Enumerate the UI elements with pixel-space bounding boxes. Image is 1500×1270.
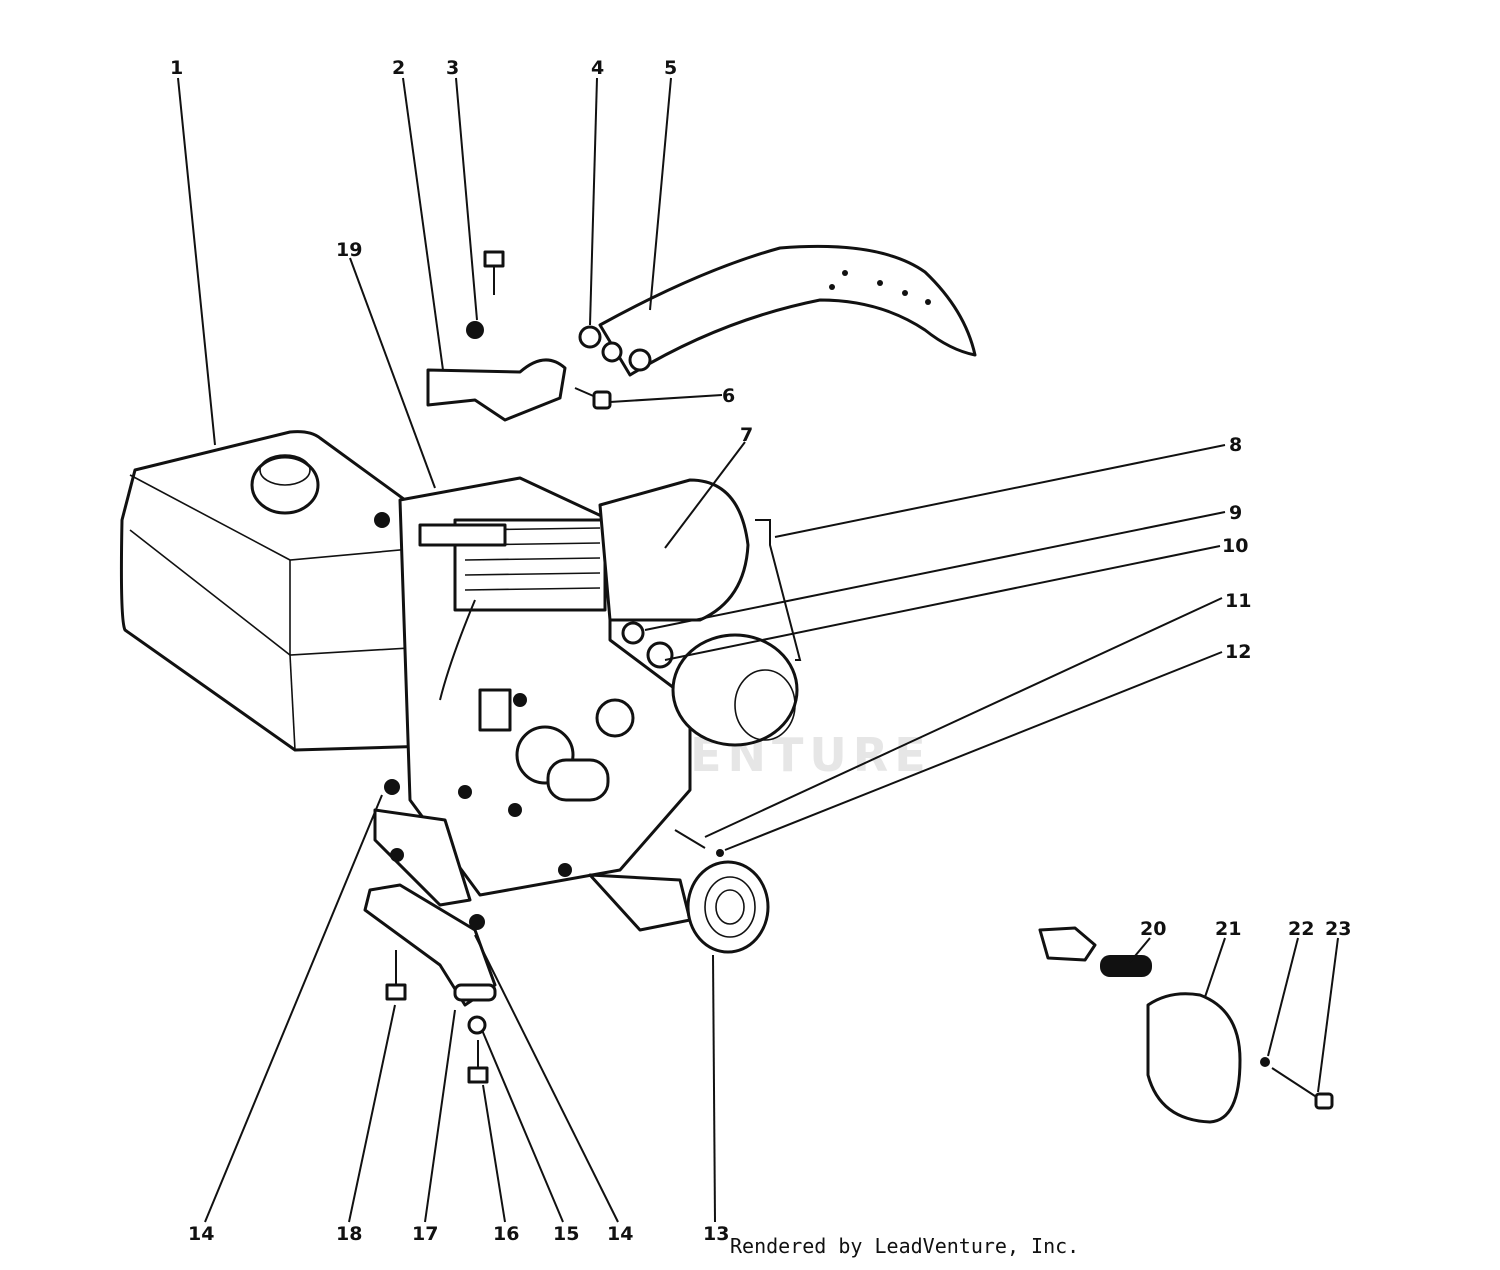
callout-11: 11: [1225, 590, 1251, 612]
nut-part: [466, 321, 484, 339]
callout-18: 18: [336, 1223, 362, 1245]
callout-5: 5: [664, 57, 677, 79]
engine-block-part: [398, 476, 692, 897]
key-part: [674, 829, 706, 849]
callout-3: 3: [446, 57, 459, 79]
callout-2: 2: [392, 57, 405, 79]
callout-1: 1: [170, 57, 183, 79]
elbow-part: [646, 641, 674, 669]
bracket-bolt-part: [574, 387, 612, 410]
callout-10: 10: [1222, 535, 1248, 557]
callout-16: 16: [493, 1223, 519, 1245]
muffler-assembly-part: [1038, 926, 1334, 1124]
callout-9: 9: [1229, 502, 1242, 524]
air-cleaner-part: [598, 478, 802, 747]
handle-bar-part: [598, 244, 977, 377]
handle-bracket-part: [426, 358, 567, 422]
callout-20: 20: [1140, 918, 1166, 940]
callout-14-left: 14: [188, 1223, 214, 1245]
leader-lines: [177, 77, 1339, 1223]
lower-bolt-part: [385, 950, 407, 1001]
callout-21: 21: [1215, 918, 1241, 940]
callout-17: 17: [412, 1223, 438, 1245]
credit-text: Rendered by LeadVenture, Inc.: [730, 1234, 1080, 1258]
mounting-base-part: [363, 779, 692, 1007]
callout-12: 12: [1225, 641, 1251, 663]
callout-6: 6: [722, 385, 735, 407]
callout-13: 13: [703, 1223, 729, 1245]
set-screw-part: [716, 849, 724, 857]
top-bolt-part: [483, 250, 505, 295]
pulley-part: [686, 860, 770, 954]
washer-part: [578, 325, 602, 349]
washer-bolt-part: [467, 1015, 489, 1084]
callout-23: 23: [1325, 918, 1351, 940]
callout-7: 7: [740, 424, 753, 446]
callout-22: 22: [1288, 918, 1314, 940]
callout-14-right: 14: [607, 1223, 633, 1245]
fitting-part: [621, 621, 645, 645]
callout-15: 15: [553, 1223, 579, 1245]
callout-8: 8: [1229, 434, 1242, 456]
callout-4: 4: [591, 57, 604, 79]
callout-19: 19: [336, 239, 362, 261]
fuel-tank-part: [119, 430, 467, 752]
